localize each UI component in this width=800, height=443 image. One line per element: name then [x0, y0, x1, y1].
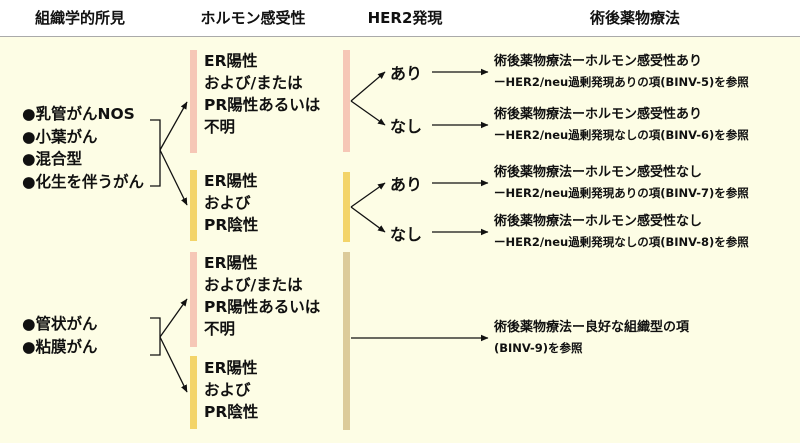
result-hr-neg-her2-neg: 術後薬物療法ーホルモン感受性なし ーHER2/neu過剰発現なしの項(BINV-…	[494, 211, 749, 253]
result-title: 術後薬物療法ーホルモン感受性なし	[494, 165, 703, 180]
arrow-her2-yes-2	[350, 182, 386, 208]
histology-item: ●混合型	[22, 150, 83, 168]
result-reference: ーHER2/neu過剰発現なしの項(BINV-8)を参照	[494, 235, 749, 249]
hormone-line: PR陽性あるいは	[204, 298, 321, 316]
hormone-positive-block-1: ER陽性 および/または PR陽性あるいは 不明	[204, 50, 320, 138]
histology-group2: ●管状がん ●粘膜がん	[22, 313, 98, 358]
hormone-line: PR陰性	[204, 403, 259, 421]
bar-hormone-negative-1	[190, 170, 197, 241]
hormone-positive-block-2: ER陽性 および/または PR陽性あるいは 不明	[204, 252, 320, 340]
header-her2: HER2発現	[367, 9, 443, 27]
header-therapy: 術後薬物療法	[589, 9, 680, 27]
result-hr-pos-her2-neg: 術後薬物療法ーホルモン感受性あり ーHER2/neu過剰発現なしの項(BINV-…	[494, 104, 749, 146]
her2-no-label: なし	[390, 117, 423, 136]
bar-her2-positive-hormone	[343, 50, 350, 152]
diagram-body	[0, 37, 800, 443]
header-row: 組織学的所見 ホルモン感受性 HER2発現 術後薬物療法	[0, 0, 800, 37]
hormone-line: ER陽性	[204, 52, 258, 70]
her2-yes-label: あり	[390, 64, 423, 83]
bar-hormone-negative-2	[190, 356, 197, 429]
arrow-group2-negative	[159, 336, 188, 393]
hormone-line: ER陽性	[204, 254, 258, 272]
hormone-line: PR陽性あるいは	[204, 96, 321, 114]
hormone-negative-block-1: ER陽性 および PR陰性	[204, 170, 258, 236]
result-title: 術後薬物療法ーホルモン感受性あり	[494, 107, 703, 122]
bar-her2-negative-hormone	[343, 172, 350, 242]
hormone-line: ER陽性	[204, 172, 258, 190]
bar-favorable-histology	[343, 252, 350, 430]
hormone-line: および/または	[204, 276, 303, 294]
bar-hormone-positive-1	[190, 50, 197, 153]
arrow-her2-no-1	[350, 100, 386, 126]
result-title: 術後薬物療法ーホルモン感受性あり	[494, 54, 703, 69]
histology-item: ●化生を伴うがん	[22, 172, 145, 191]
result-reference: ーHER2/neu過剰発現ありの項(BINV-7)を参照	[494, 186, 749, 200]
hormone-line: ER陽性	[204, 359, 258, 377]
bracket-group1	[150, 119, 161, 187]
hormone-line: および/または	[204, 74, 303, 92]
result-reference: (BINV-9)を参照	[494, 341, 583, 355]
histology-item: ●管状がん	[22, 315, 98, 333]
bar-hormone-positive-2	[190, 252, 197, 347]
header-hormone: ホルモン感受性	[200, 9, 306, 27]
hormone-line: および	[204, 381, 251, 399]
result-title: 術後薬物療法ーホルモン感受性なし	[494, 214, 703, 229]
histology-item: ●粘膜がん	[22, 337, 98, 356]
her2-no-label: なし	[390, 225, 423, 244]
arrow-group1-negative	[159, 149, 188, 206]
hormone-line: 不明	[204, 118, 236, 136]
arrow-her2-no-2	[350, 206, 386, 233]
histology-group1: ●乳管がんNOS ●小葉がん ●混合型 ●化生を伴うがん	[22, 103, 144, 193]
arrow-group1-positive	[159, 101, 188, 151]
result-hr-pos-her2-pos: 術後薬物療法ーホルモン感受性あり ーHER2/neu過剰発現ありの項(BINV-…	[494, 51, 749, 93]
result-hr-neg-her2-pos: 術後薬物療法ーホルモン感受性なし ーHER2/neu過剰発現ありの項(BINV-…	[494, 162, 749, 204]
hormone-negative-block-2: ER陽性 および PR陰性	[204, 357, 258, 423]
bracket-group2	[150, 317, 161, 356]
hormone-line: PR陰性	[204, 216, 259, 234]
histology-item: ●乳管がんNOS	[22, 105, 135, 123]
arrow-group2-positive	[159, 298, 188, 338]
result-title: 術後薬物療法ー良好な組織型の項	[494, 320, 690, 335]
hormone-line: および	[204, 194, 251, 212]
arrow-her2-yes-1	[350, 71, 386, 102]
histology-item: ●小葉がん	[22, 127, 98, 146]
her2-yes-label: あり	[390, 175, 423, 194]
header-histology: 組織学的所見	[34, 9, 125, 27]
result-favorable-histology: 術後薬物療法ー良好な組織型の項 (BINV-9)を参照	[494, 317, 689, 359]
result-reference: ーHER2/neu過剰発現なしの項(BINV-6)を参照	[494, 128, 749, 142]
hormone-line: 不明	[204, 320, 236, 338]
result-reference: ーHER2/neu過剰発現ありの項(BINV-5)を参照	[494, 75, 749, 89]
